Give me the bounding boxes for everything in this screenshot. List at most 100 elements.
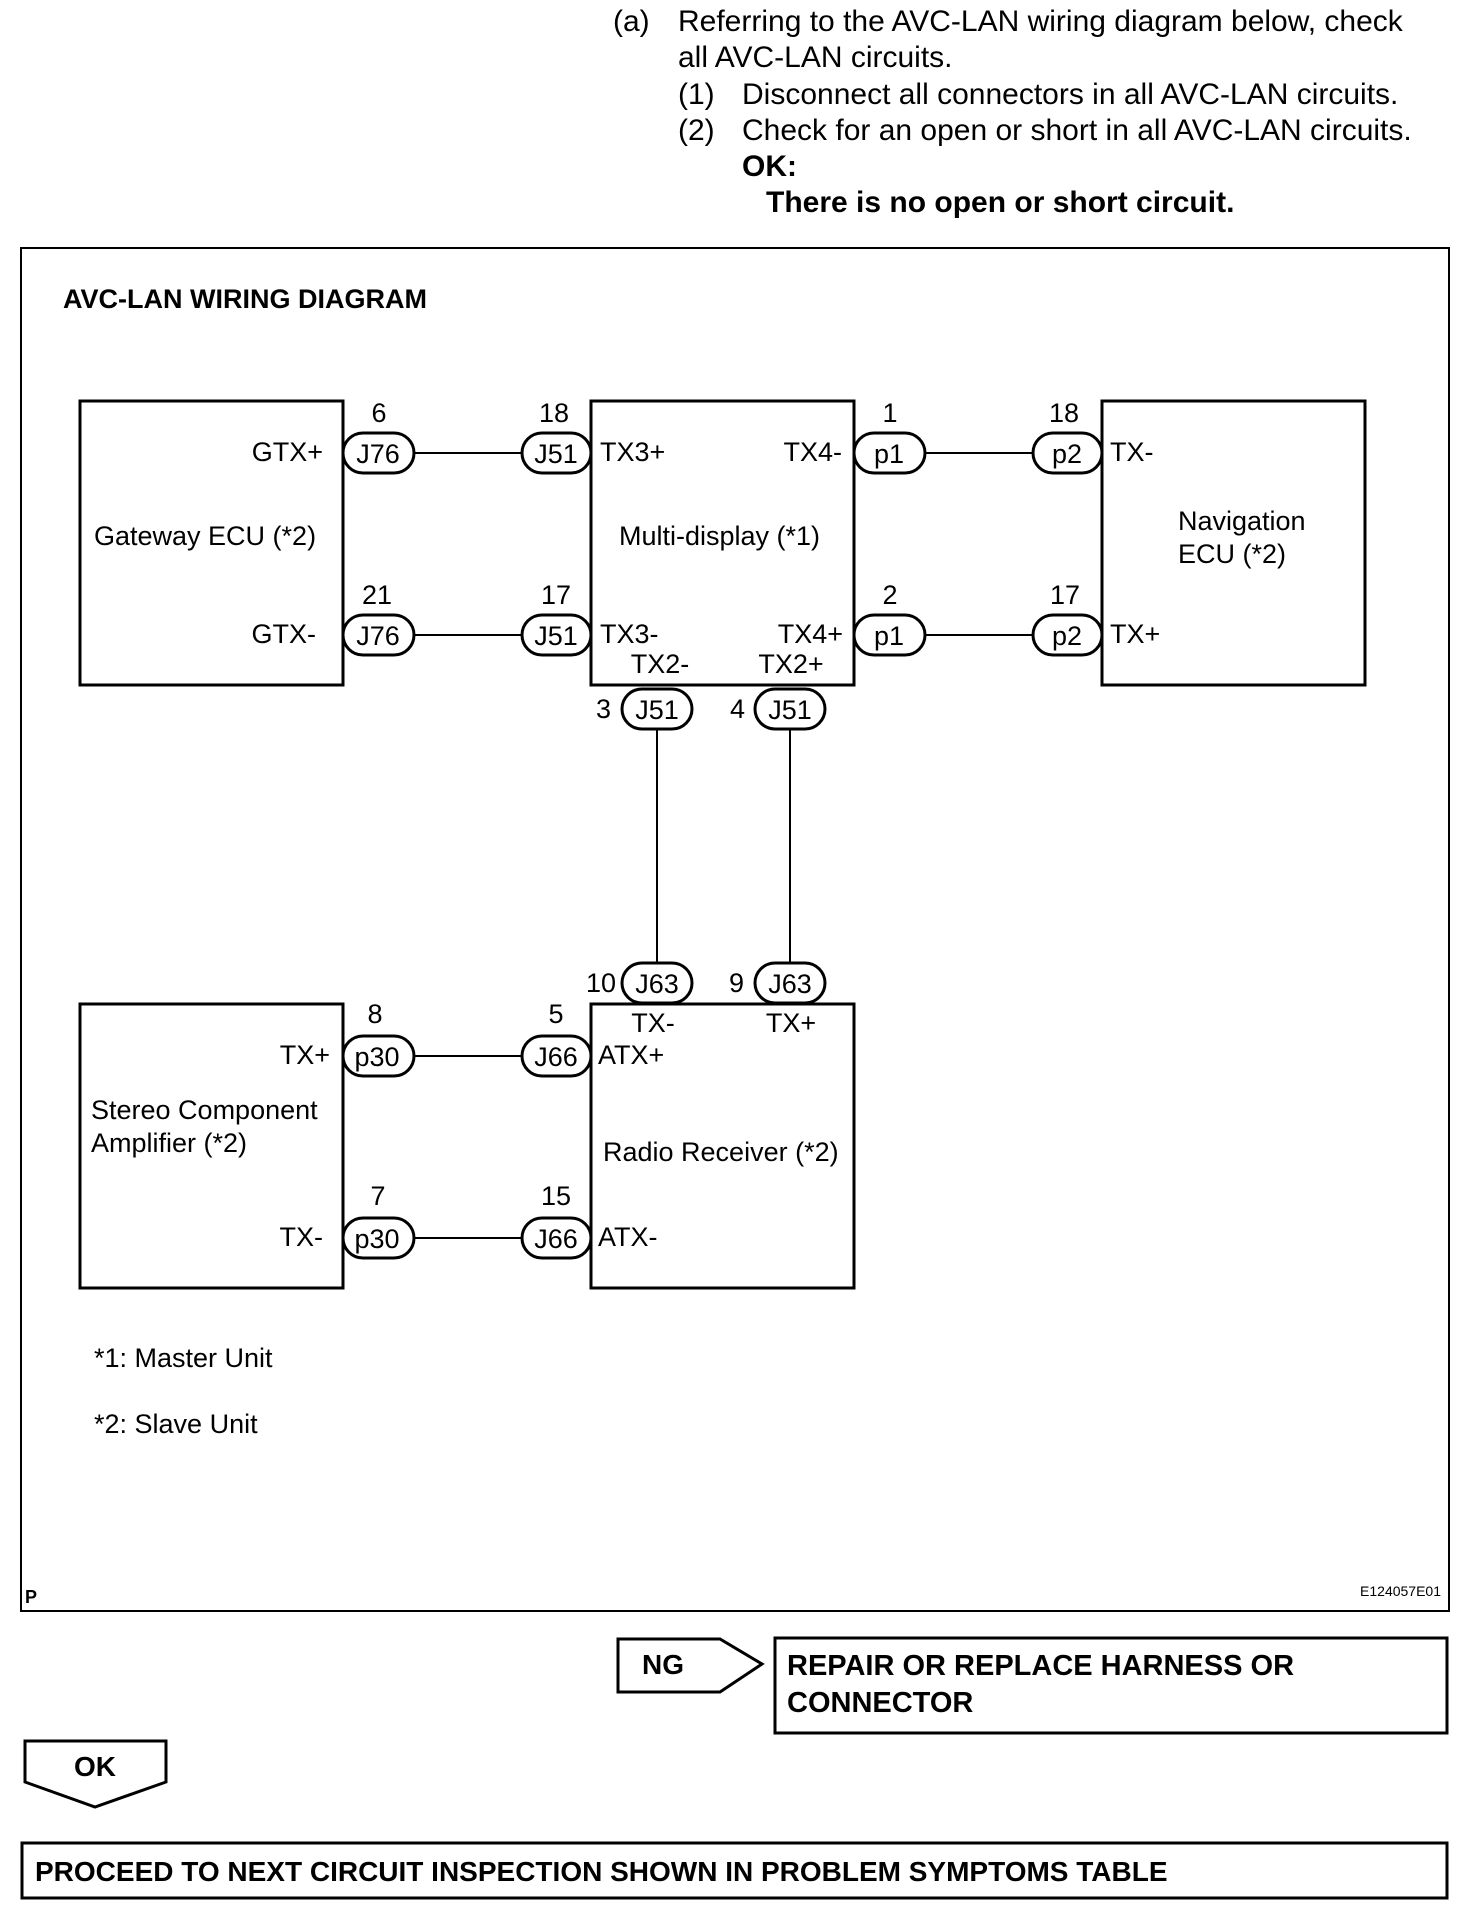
pin-number: 15 — [541, 1181, 571, 1211]
radio-receiver-box — [589, 1002, 856, 1290]
pin-number: 3 — [596, 694, 611, 724]
pin-number: 6 — [371, 398, 386, 428]
connector-id: p2 — [1052, 439, 1082, 469]
connector-id: J51 — [768, 695, 812, 725]
connector-j66-5 — [520, 1034, 593, 1078]
terminal-tx4-plus: TX4+ — [778, 619, 843, 649]
connector-j76-21 — [341, 613, 416, 657]
note-slave-unit: *2: Slave Unit — [94, 1409, 258, 1439]
terminal-tx4-minus: TX4- — [783, 437, 842, 467]
stereo-amplifier-label-line1: Stereo Component — [91, 1095, 318, 1125]
step-a-marker: (a) — [613, 5, 650, 38]
step-a-text-line2: all AVC-LAN circuits. — [678, 41, 953, 74]
connector-id: J63 — [768, 969, 812, 999]
ng-action-line1: REPAIR OR REPLACE HARNESS OR — [787, 1650, 1294, 1682]
connector-p1-2 — [852, 613, 927, 657]
connector-id: p2 — [1052, 621, 1082, 651]
ok-criteria-text: There is no open or short circuit. — [766, 186, 1235, 219]
connector-id: J51 — [534, 621, 578, 651]
connector-id: p30 — [354, 1224, 399, 1254]
nav-terminal-tx-minus: TX- — [1110, 437, 1154, 467]
radio-terminal-atx-plus: ATX+ — [598, 1040, 664, 1070]
terminal-tx2-plus: TX2+ — [758, 649, 823, 679]
pin-number: 8 — [367, 999, 382, 1029]
radio-terminal-atx-minus: ATX- — [598, 1222, 658, 1252]
connector-j66-15 — [520, 1216, 593, 1260]
connector-id: p30 — [354, 1042, 399, 1072]
pin-number: 10 — [586, 968, 616, 998]
pin-number: 4 — [730, 694, 745, 724]
pin-number: 2 — [882, 580, 897, 610]
wires — [414, 452, 1033, 1239]
connector-id: J51 — [635, 695, 679, 725]
pin-numbers: 6 18 1 18 21 17 2 17 3 4 10 9 8 5 7 15 — [362, 398, 1080, 1211]
connector-p30-7 — [341, 1216, 416, 1260]
pin-number: 17 — [1050, 580, 1080, 610]
pin-number: 17 — [541, 580, 571, 610]
pin-number: 18 — [1049, 398, 1079, 428]
diagram-frame — [20, 247, 1450, 1612]
connector-id: J76 — [356, 439, 400, 469]
connector-id: J66 — [534, 1224, 578, 1254]
connector-id: J63 — [635, 969, 679, 999]
ng-action-box — [773, 1636, 1449, 1735]
ng-action-line2: CONNECTOR — [787, 1687, 973, 1719]
step-2-marker: (2) — [678, 114, 715, 147]
connector-j51-18 — [520, 431, 593, 475]
terminal-tx3-plus: TX3+ — [600, 437, 665, 467]
stereo-amplifier-box — [78, 1002, 345, 1290]
connector-id: p1 — [874, 439, 904, 469]
ok-arrow — [23, 1739, 168, 1809]
nav-terminal-tx-plus: TX+ — [1110, 619, 1160, 649]
amp-terminal-tx-plus: TX+ — [280, 1040, 330, 1070]
pin-number: 21 — [362, 580, 392, 610]
step-1-marker: (1) — [678, 78, 715, 111]
gateway-ecu-label: Gateway ECU (*2) — [94, 521, 316, 551]
terminal-tx3-minus: TX3- — [600, 619, 659, 649]
terminal-gtx-plus: GTX+ — [252, 437, 323, 467]
pin-number: 5 — [548, 999, 563, 1029]
ng-arrow — [616, 1637, 765, 1694]
connector-id: p1 — [874, 621, 904, 651]
radio-terminal-tx-plus: TX+ — [766, 1008, 816, 1038]
multi-display-label: Multi-display (*1) — [619, 521, 820, 551]
navigation-ecu-label-line1: Navigation — [1178, 506, 1306, 536]
pin-number: 9 — [729, 968, 744, 998]
connector-j51-17 — [520, 613, 593, 657]
connector-p2-18 — [1031, 431, 1104, 475]
radio-receiver-label: Radio Receiver (*2) — [603, 1137, 839, 1167]
ng-label: NG — [642, 1649, 684, 1680]
connector-id: J76 — [356, 621, 400, 651]
step-a-text-line1: Referring to the AVC-LAN wiring diagram … — [678, 5, 1403, 38]
connector-j63-10 — [620, 961, 694, 1005]
connector-ids: J76 J51 p1 p2 J76 J51 p1 p2 J51 J51 J63 … — [354, 439, 1082, 1254]
step-1-text: Disconnect all connectors in all AVC-LAN… — [742, 78, 1399, 111]
terminal-tx2-minus: TX2- — [631, 649, 690, 679]
pin-number: 1 — [882, 398, 897, 428]
connector-p30-8 — [341, 1034, 416, 1078]
connector-j51-4 — [753, 687, 827, 731]
connector-id: J51 — [534, 439, 578, 469]
navigation-ecu-label-line2: ECU (*2) — [1178, 539, 1286, 569]
multi-display-box — [589, 399, 856, 687]
connector-j63-9 — [753, 961, 827, 1005]
connector-p1-1 — [852, 431, 927, 475]
diagram-reference-id: E124057E01 — [1360, 1583, 1441, 1599]
note-master-unit: *1: Master Unit — [94, 1343, 273, 1373]
radio-terminal-tx-minus: TX- — [631, 1008, 675, 1038]
instructions: (a) Referring to the AVC-LAN wiring diag… — [0, 0, 1472, 230]
ok-label: OK — [74, 1751, 116, 1782]
diagram-title: AVC-LAN WIRING DIAGRAM — [63, 284, 427, 314]
stereo-amplifier-label-line2: Amplifier (*2) — [91, 1128, 247, 1158]
connector-p2-17 — [1031, 613, 1104, 657]
connector-j51-3 — [620, 687, 694, 731]
connector-j76-6 — [341, 431, 416, 475]
connector-ovals — [341, 431, 1104, 1260]
pin-number: 7 — [370, 1181, 385, 1211]
ok-criteria-label: OK: — [742, 150, 797, 183]
ok-action-text: PROCEED TO NEXT CIRCUIT INSPECTION SHOWN… — [35, 1856, 1168, 1887]
amp-terminal-tx-minus: TX- — [280, 1222, 324, 1252]
pin-number: 18 — [539, 398, 569, 428]
step-2-text: Check for an open or short in all AVC-LA… — [742, 114, 1412, 147]
